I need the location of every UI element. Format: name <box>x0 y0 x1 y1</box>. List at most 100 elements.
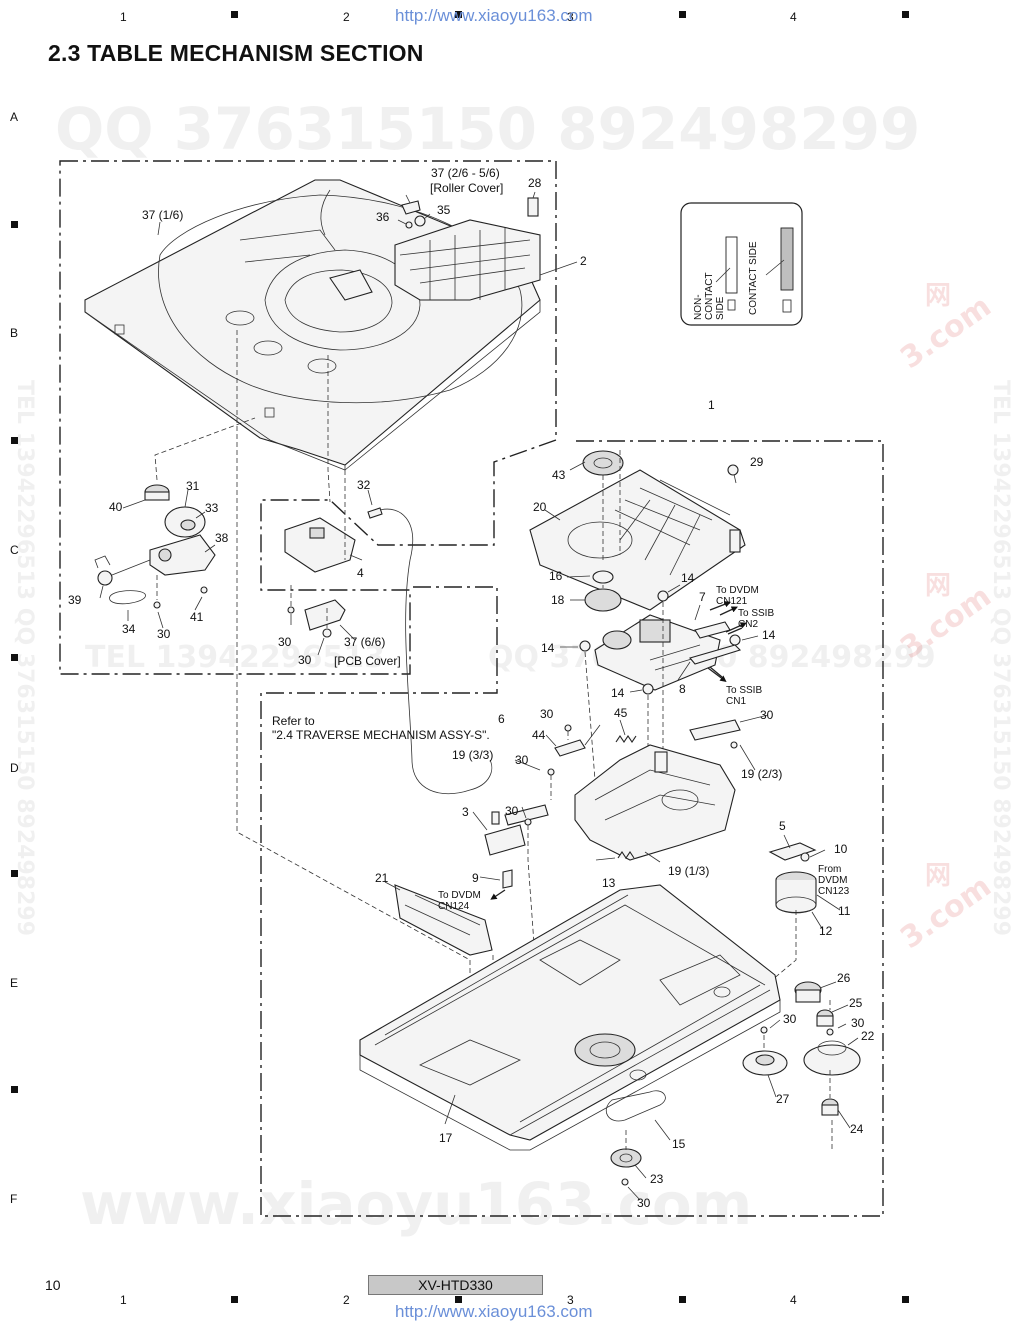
roller-cover-ref: 37 (2/6 - 5/6) <box>431 166 500 180</box>
part-label-18: 18 <box>551 593 565 607</box>
part-label-2: 2 <box>580 254 587 268</box>
gear-22 <box>803 1044 861 1076</box>
roller-cover-label: [Roller Cover] <box>430 181 504 195</box>
watermark-cn-net-1: 网 <box>925 281 952 311</box>
row-letter-e: E <box>10 976 19 990</box>
model-name: XV-HTD330 <box>368 1275 543 1295</box>
part-label-17: 17 <box>439 1131 453 1145</box>
part-label-32: 32 <box>357 478 371 492</box>
part-label-30-b: 30 <box>278 635 292 649</box>
part-label-1: 1 <box>708 398 715 412</box>
part-label-8: 8 <box>679 682 686 696</box>
row-letter-d: D <box>10 761 19 775</box>
part-label-44: 44 <box>532 728 546 742</box>
source-url-top[interactable]: http://www.xiaoyu163.com <box>395 6 593 25</box>
to-ssib-cn1-label: To SSIB CN1 <box>726 685 763 707</box>
part-label-33: 33 <box>205 501 219 515</box>
col-number-4: 4 <box>790 10 797 24</box>
ruler-mark <box>679 11 686 18</box>
lower-group-boundary <box>260 440 884 1217</box>
col-number-3-bottom: 3 <box>567 1293 574 1307</box>
from-dvdm-cn123-label: From DVDM CN123 <box>818 864 850 897</box>
part-28 <box>527 197 539 217</box>
upper-group-boundary <box>59 160 557 675</box>
to-dvdm-cn121-label: To DVDM CN121 <box>716 585 759 607</box>
part-label-5: 5 <box>779 819 786 833</box>
ruler-mark <box>455 1296 462 1303</box>
page-number: 10 <box>45 1277 61 1293</box>
part-36 <box>405 221 413 229</box>
refer-line-2: "2.4 TRAVERSE MECHANISM ASSY-S". <box>272 728 490 742</box>
watermark-side-right: TEL 13942296513 QQ 376315150 892498299 <box>988 380 1013 937</box>
non-contact-side-label: NON-CONTACT SIDE <box>693 272 726 320</box>
part-label-6: 6 <box>498 712 505 726</box>
part-19-2-3-label: 19 (2/3) <box>741 767 783 781</box>
part-label-20: 20 <box>533 500 547 514</box>
ruler-mark <box>11 1086 18 1093</box>
chassis-17 <box>359 884 781 1151</box>
ruler-mark <box>902 1296 909 1303</box>
watermark-side-left: TEL 13942296513 QQ 376315150 892498299 <box>12 380 37 937</box>
part-label-14-d: 14 <box>611 686 625 700</box>
part-35 <box>414 215 426 227</box>
watermark-site: www.xiaoyu163.com <box>80 1170 753 1238</box>
part-label-14-c: 14 <box>541 641 555 655</box>
section-title: 2.3 TABLE MECHANISM SECTION <box>48 40 424 66</box>
ruler-mark <box>11 870 18 877</box>
part-label-38: 38 <box>215 531 229 545</box>
clamper-holder-20 <box>529 450 746 611</box>
part-label-14-a: 14 <box>681 571 695 585</box>
plate-5 <box>768 842 817 861</box>
loading-motor-assembly <box>94 484 216 609</box>
row-letter-a: A <box>10 110 19 124</box>
part-label-12: 12 <box>819 924 833 938</box>
part-19-1-3-label: 19 (1/3) <box>668 864 710 878</box>
spring-45 <box>615 735 637 743</box>
part-label-24: 24 <box>850 1122 864 1136</box>
part-label-29: 29 <box>750 455 764 469</box>
bracket-3 <box>484 824 526 856</box>
connector-32 <box>367 507 383 519</box>
part-label-30-h: 30 <box>783 1012 797 1026</box>
part-label-40: 40 <box>109 500 123 514</box>
bracket-19-33 <box>504 804 549 826</box>
part-label-14-b: 14 <box>762 628 776 642</box>
part-label-3: 3 <box>462 805 469 819</box>
ruler-mark <box>11 221 18 228</box>
part-label-30-e: 30 <box>760 708 774 722</box>
pulley-23 <box>610 1148 642 1168</box>
to-dvdm-cn124-label: To DVDM CN124 <box>438 890 481 912</box>
belt-15 <box>605 1090 666 1122</box>
roller-cover-clip <box>401 200 421 215</box>
flex-wire-32 <box>379 508 493 794</box>
col-number-4-bottom: 4 <box>790 1293 797 1307</box>
ruler-mark <box>11 437 18 444</box>
row-letter-b: B <box>10 326 19 340</box>
part-18 <box>584 588 622 612</box>
row-letter-f: F <box>10 1192 18 1206</box>
part-label-34: 34 <box>122 622 136 636</box>
part-label-11: 11 <box>838 904 851 918</box>
cable-9 <box>502 869 513 889</box>
spring-13 <box>617 851 635 859</box>
loading-base-19 <box>574 744 736 861</box>
part-label-43: 43 <box>552 468 566 482</box>
pcb-part-4 <box>284 517 356 573</box>
bracket-19-23 <box>689 719 741 741</box>
contact-side-label: CONTACT SIDE <box>748 241 759 315</box>
source-url-bottom[interactable]: http://www.xiaoyu163.com <box>395 1302 593 1321</box>
part-label-36: 36 <box>376 210 390 224</box>
ruler-mark <box>902 11 909 18</box>
ruler-mark <box>455 11 462 18</box>
col-number-1-bottom: 1 <box>120 1293 127 1307</box>
part-label-10: 10 <box>834 842 848 856</box>
part-label-21: 21 <box>375 871 389 885</box>
part-label-25: 25 <box>849 996 863 1010</box>
part-label-13: 13 <box>602 876 616 890</box>
row-letter-c: C <box>10 543 19 557</box>
part-label-30-a: 30 <box>157 627 171 641</box>
disc-tray <box>84 179 541 471</box>
ruler-mark <box>11 654 18 661</box>
part-label-31: 31 <box>186 479 200 493</box>
